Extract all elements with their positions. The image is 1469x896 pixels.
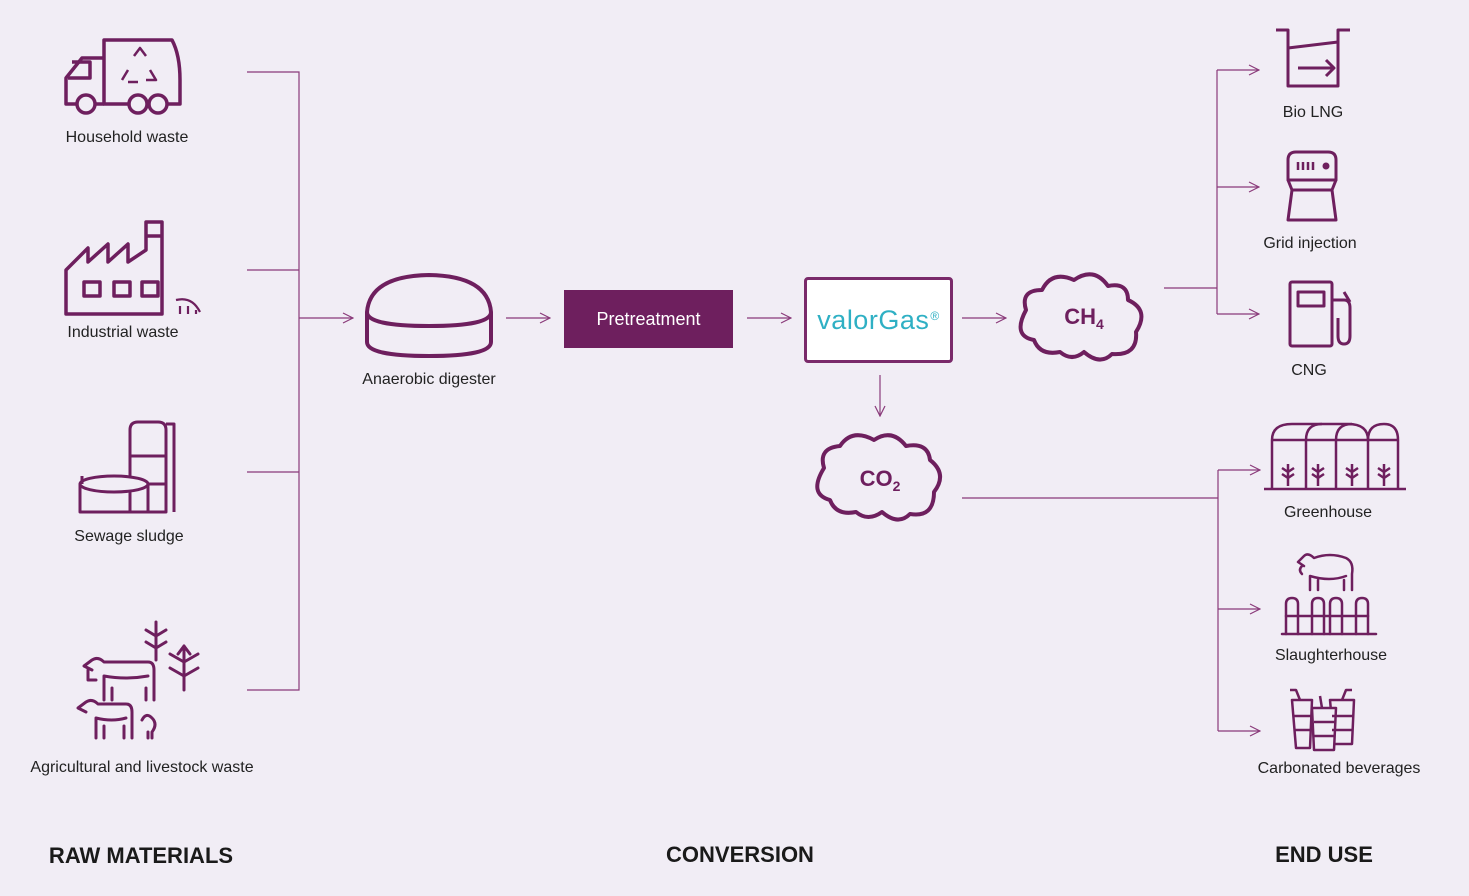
section-end-use: END USE — [1275, 842, 1373, 867]
ch4-label: CH4 — [1064, 304, 1104, 332]
pretreatment-label: Pretreatment — [596, 308, 701, 329]
valorgas-label: valorGas — [817, 304, 930, 335]
label-bio-lng: Bio LNG — [1282, 104, 1344, 121]
pig-pen-icon — [1280, 553, 1378, 636]
label-anaerobic-digester: Anaerobic digester — [362, 371, 496, 388]
label-household-waste: Household waste — [65, 129, 189, 146]
pretreatment-box: Pretreatment — [564, 290, 733, 348]
co2-base: CO — [859, 465, 893, 491]
section-raw-materials: RAW MATERIALS — [48, 843, 234, 868]
lng-tank-icon — [1276, 28, 1350, 88]
fuel-pump-icon — [1288, 280, 1352, 348]
drinks-icon — [1290, 688, 1356, 752]
label-agricultural-waste: Agricultural and livestock waste — [30, 759, 254, 776]
co2-label: CO2 — [860, 466, 901, 494]
sludge-tank-icon — [78, 420, 176, 514]
gas-meter-icon — [1286, 150, 1338, 222]
garbage-truck-icon — [64, 38, 182, 115]
label-industrial-waste: Industrial waste — [67, 324, 179, 341]
ch4-base: CH — [1064, 303, 1096, 329]
ch4-cloud-icon — [1018, 272, 1144, 362]
connectors — [247, 70, 1260, 731]
label-carbonated-beverages: Carbonated beverages — [1257, 760, 1421, 777]
label-greenhouse: Greenhouse — [1283, 504, 1373, 521]
factory-icon — [64, 220, 201, 316]
label-slaughterhouse: Slaughterhouse — [1274, 647, 1388, 664]
co2-subscript: 2 — [892, 478, 901, 495]
label-grid-injection: Grid injection — [1263, 235, 1357, 252]
registered-mark: ® — [930, 309, 940, 323]
co2-cloud-icon — [815, 433, 942, 522]
ch4-subscript: 4 — [1095, 316, 1104, 333]
valorgas-box: valorGas® — [804, 277, 953, 363]
section-conversion: CONVERSION — [666, 842, 814, 867]
label-cng: CNG — [1291, 362, 1327, 379]
label-sewage-sludge: Sewage sludge — [74, 528, 184, 545]
greenhouse-icon — [1264, 422, 1406, 491]
livestock-plants-icon — [76, 620, 200, 740]
digester-icon — [365, 273, 493, 358]
